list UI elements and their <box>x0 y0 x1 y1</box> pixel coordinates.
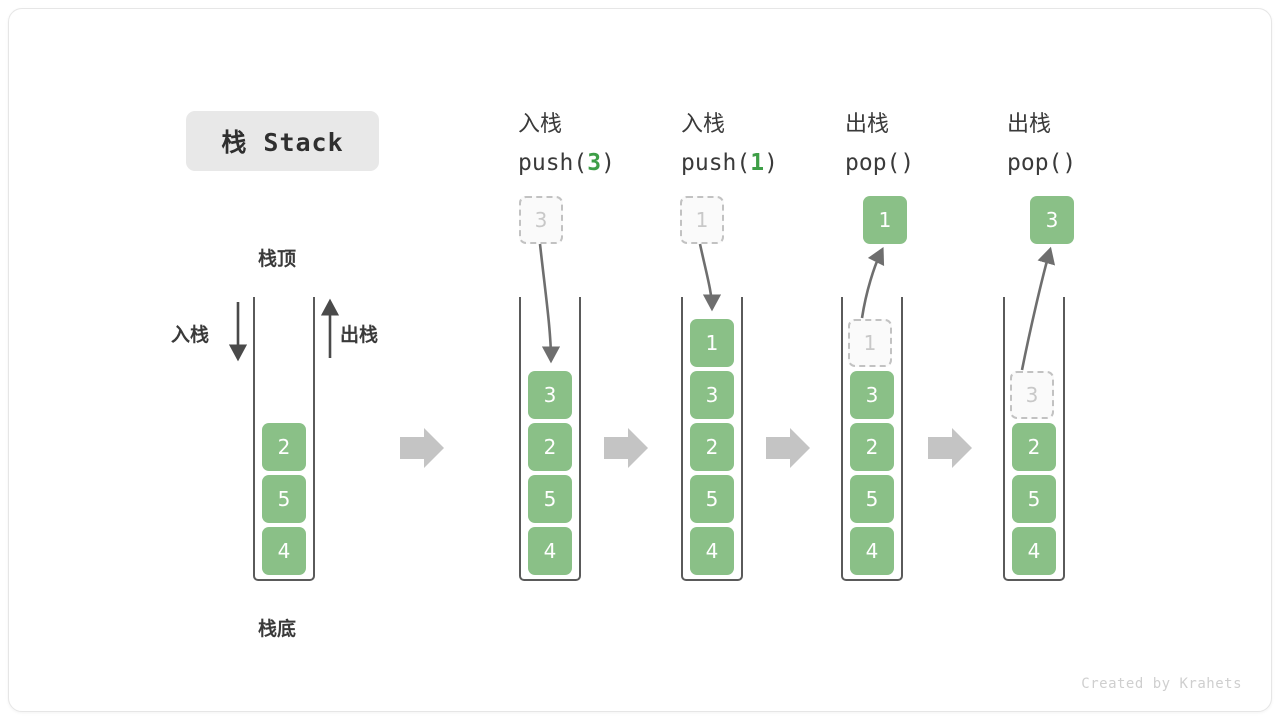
stack-cell: 4 <box>690 527 734 575</box>
stack-frame-push-1 <box>681 297 743 581</box>
step-head-tail-push-1: ) <box>764 150 778 176</box>
step-head-code-pop-3: pop( <box>1007 150 1063 176</box>
stack-cell: 5 <box>850 475 894 523</box>
title-badge: 栈 Stack <box>186 111 379 171</box>
step-head-code-push-1: push( <box>681 150 751 176</box>
stack-cell: 2 <box>850 423 894 471</box>
stack-cell: 4 <box>528 527 572 575</box>
step-head-cn-pop-3: 出栈 <box>1007 112 1052 137</box>
stack-cell: 2 <box>528 423 572 471</box>
stack-cell: 2 <box>690 423 734 471</box>
push-direction-label: 入栈 <box>171 324 210 346</box>
pop-direction-label: 出栈 <box>340 324 379 346</box>
step-head-code-push-3: push( <box>518 150 588 176</box>
stack-cell: 5 <box>262 475 306 523</box>
stack-cell: 5 <box>528 475 572 523</box>
floating-cell-push-3: 3 <box>519 196 563 244</box>
ghost-stack-cell-pop-3: 3 <box>1010 371 1054 419</box>
stack-cell: 2 <box>262 423 306 471</box>
step-head-cn-pop-1: 出栈 <box>845 112 890 137</box>
stack-cell: 5 <box>1012 475 1056 523</box>
stack-bottom-label: 栈底 <box>258 618 297 640</box>
step-head-arg-push-3: 3 <box>587 150 602 176</box>
step-head-tail-pop-3: ) <box>1062 150 1077 176</box>
stack-cell: 3 <box>690 371 734 419</box>
step-head-tail-push-3: ) <box>601 150 615 176</box>
stack-cell: 2 <box>1012 423 1056 471</box>
stack-frame-push-3 <box>519 297 581 581</box>
stack-cell: 3 <box>850 371 894 419</box>
stack-cell: 3 <box>528 371 572 419</box>
stack-frame-initial <box>253 297 315 581</box>
stack-frame-pop-1 <box>841 297 903 581</box>
step-head-cn-push-1: 入栈 <box>681 112 726 137</box>
stack-frame-pop-3 <box>1003 297 1065 581</box>
stack-cell: 4 <box>1012 527 1056 575</box>
floating-cell-push-1: 1 <box>680 196 724 244</box>
stack-cell: 5 <box>690 475 734 523</box>
step-head-cn-push-3: 入栈 <box>518 112 563 137</box>
stack-cell: 1 <box>690 319 734 367</box>
step-head-code-pop-1: pop( <box>845 150 901 176</box>
stack-top-label: 栈顶 <box>258 248 297 270</box>
stack-cell: 4 <box>850 527 894 575</box>
floating-cell-pop-3: 3 <box>1030 196 1074 244</box>
step-head-arg-push-1: 1 <box>750 150 765 176</box>
step-head-tail-pop-1: ) <box>900 150 915 176</box>
floating-cell-pop-1: 1 <box>863 196 907 244</box>
ghost-stack-cell-pop-1: 1 <box>848 319 892 367</box>
stack-cell: 4 <box>262 527 306 575</box>
footer-credit: Created by Krahets <box>1081 676 1242 692</box>
